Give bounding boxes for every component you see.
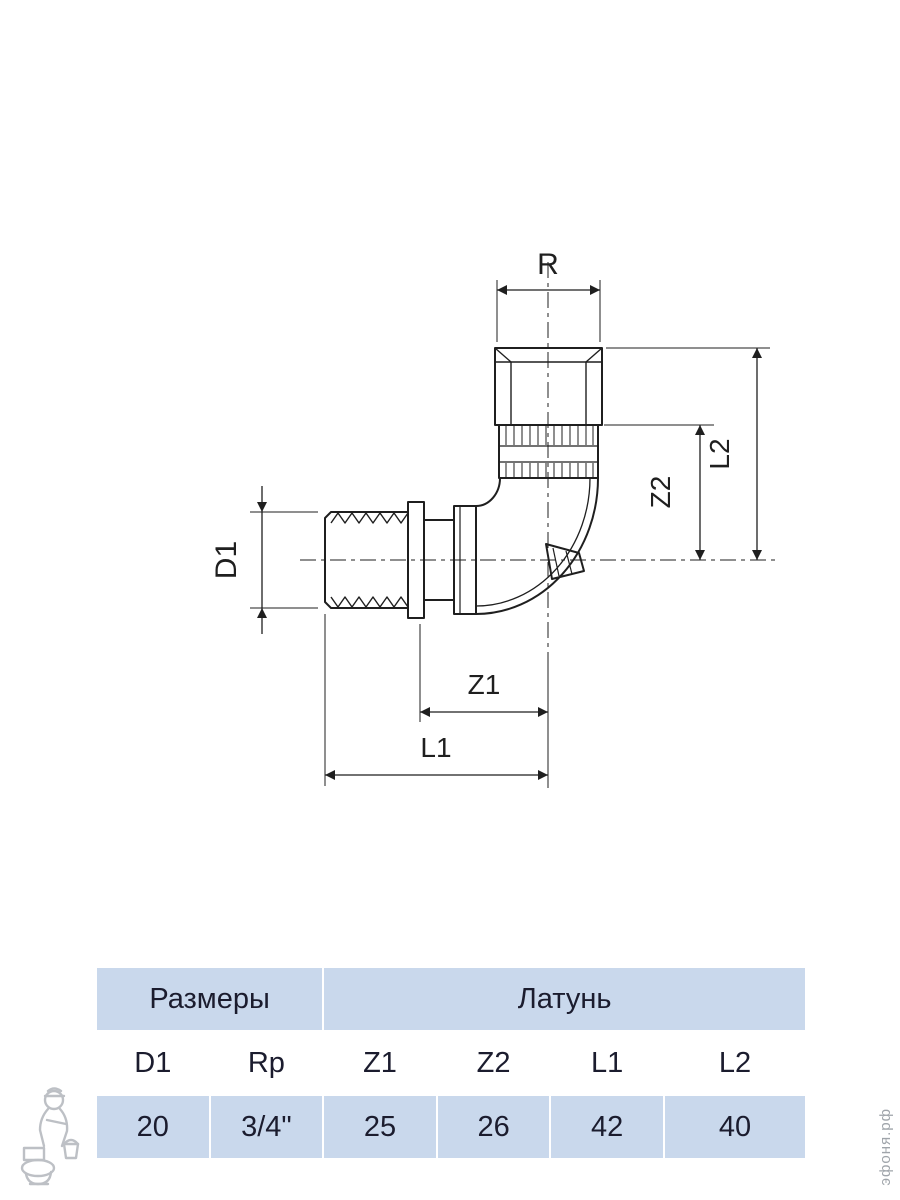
elbow-fitting-outline: [324, 347, 603, 619]
label-d1: D1: [210, 541, 243, 579]
barb-teeth-bottom: [330, 596, 409, 608]
technical-drawing: R D1 Z2 L2 Z1 L1: [210, 248, 778, 788]
label-l2: L2: [704, 438, 735, 469]
marking-nub: [545, 543, 585, 580]
label-z1: Z1: [468, 669, 501, 700]
value-rp: 3/4": [208, 1094, 325, 1160]
value-l1: 42: [549, 1094, 665, 1160]
table-column-header-row: D1 Rp Z1 Z2 L1 L2: [95, 1030, 808, 1096]
label-l1: L1: [420, 732, 451, 763]
value-z1: 25: [322, 1094, 438, 1160]
label-r: R: [537, 248, 559, 281]
col-header-z1: Z1: [322, 1030, 438, 1096]
site-watermark-text: эфоня.рф: [877, 1108, 894, 1186]
neck-walls: [424, 519, 454, 601]
col-header-d1: D1: [95, 1030, 211, 1096]
dimension-labels: R D1 Z2 L2 Z1 L1: [210, 248, 735, 763]
elbow-outer-parallel: [475, 477, 591, 607]
col-header-rp: Rp: [208, 1030, 325, 1096]
z1-extension-lines: [419, 624, 549, 788]
col-header-l1: L1: [549, 1030, 665, 1096]
press-sleeve: [498, 424, 599, 479]
value-l2: 40: [662, 1094, 808, 1160]
elbow-outer-arc: [475, 477, 599, 615]
barb-outline: [324, 511, 408, 609]
group-header-material: Латунь: [322, 966, 807, 1032]
center-lines: [300, 262, 778, 648]
dimension-table: Размеры Латунь D1 Rp Z1 Z2 L1 L2 20 3/4"…: [94, 966, 808, 1160]
elbow-inner-arc: [475, 477, 501, 507]
flange: [407, 501, 425, 619]
dimension-annotations: [250, 280, 770, 788]
table-values-row: 20 3/4" 25 26 42 40: [95, 1094, 808, 1160]
table-group-header-row: Размеры Латунь: [94, 966, 807, 1032]
plumber-watermark-icon: [20, 1087, 80, 1186]
barb-teeth-top: [330, 512, 409, 524]
value-z2: 26: [435, 1094, 552, 1160]
sleeve-knurling: [505, 426, 594, 477]
col-header-z2: Z2: [435, 1030, 552, 1096]
value-d1: 20: [95, 1094, 211, 1160]
group-header-sizes: Размеры: [94, 966, 325, 1032]
press-collar: [453, 505, 477, 615]
label-z2: Z2: [645, 476, 676, 509]
col-header-l2: L2: [662, 1030, 808, 1096]
